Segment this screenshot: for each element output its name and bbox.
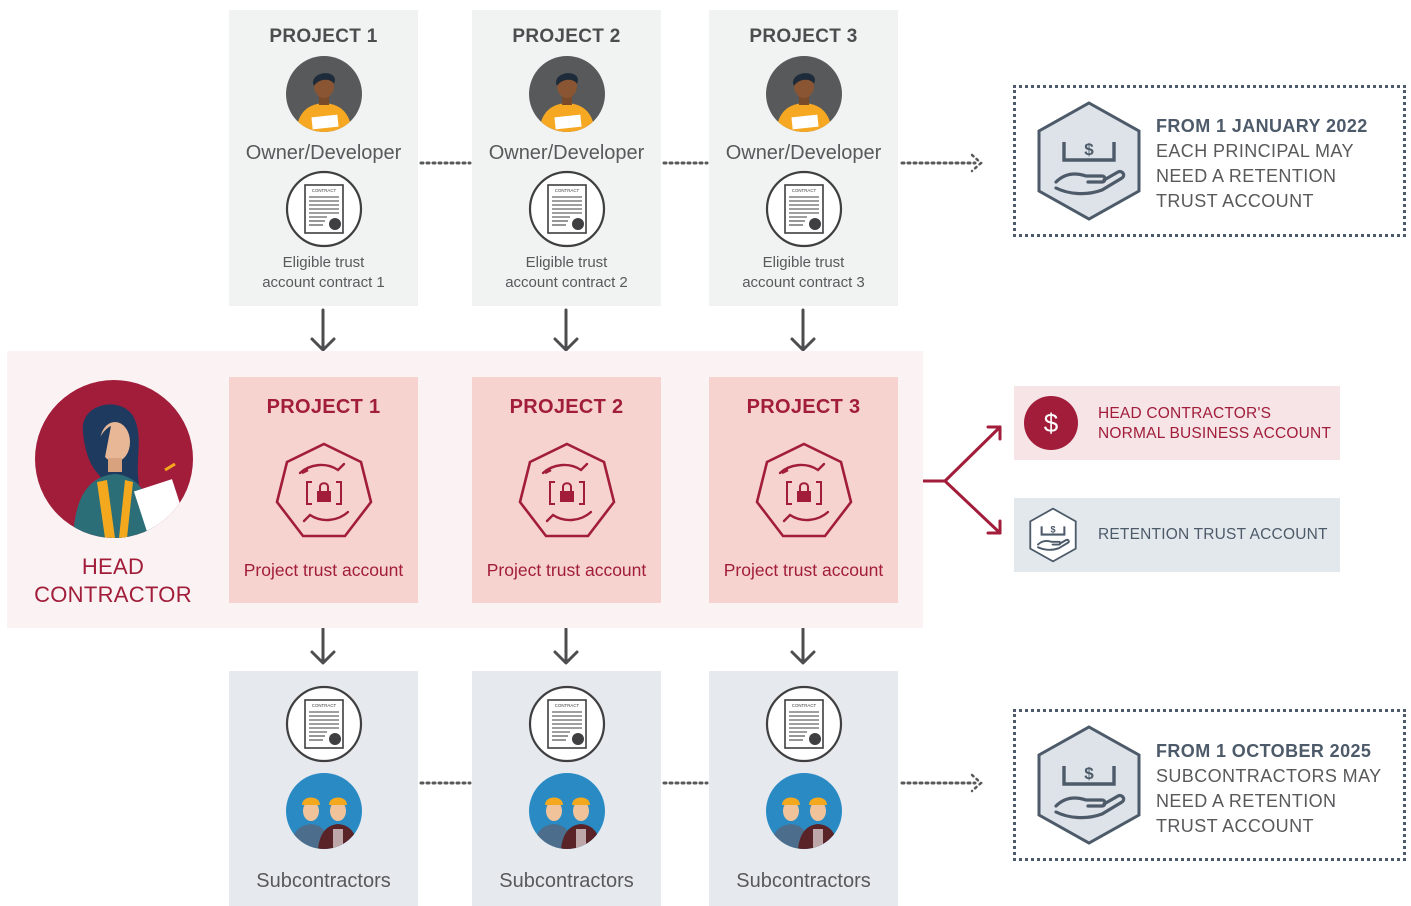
contract-label-line2: account contract 1 — [262, 274, 385, 291]
contract-label: Eligible trust account contract 2 — [472, 253, 661, 293]
project-trust-column-2: PROJECT 2 Project trust account — [472, 377, 661, 603]
subcontractor-column-2: Subcontractors — [472, 671, 661, 906]
owner-column-2: PROJECT 2 Owner/Developer Eligible trust… — [472, 10, 661, 306]
business-account-line2: NORMAL BUSINESS ACCOUNT — [1098, 425, 1332, 442]
subcontractors-icon — [766, 773, 842, 849]
subcontractors-icon — [286, 773, 362, 849]
owner-developer-icon — [766, 56, 842, 132]
project-trust-label: Project trust account — [723, 560, 884, 580]
contract-icon — [285, 170, 363, 248]
contract-label-line1: Eligible trust — [282, 254, 365, 271]
project-trust-column-3: PROJECT 3 Project trust account — [709, 377, 898, 603]
retention-account-label: RETENTION TRUST ACCOUNT — [1098, 526, 1328, 543]
owner-role-label: Owner/Developer — [245, 142, 402, 164]
project-title: PROJECT 1 — [266, 396, 381, 418]
business-account-line1: HEAD CONTRACTOR'S — [1098, 405, 1272, 422]
contract-icon — [285, 685, 363, 763]
contract-icon — [765, 685, 843, 763]
head-contractor-label: HEAD CONTRACTOR — [20, 553, 206, 609]
project-title: PROJECT 2 — [509, 396, 624, 418]
contract-label: Eligible trust account contract 3 — [709, 253, 898, 293]
project-trust-lock-icon — [515, 440, 619, 544]
notice-line: EACH PRINCIPAL MAY — [1156, 141, 1354, 161]
branch-arrow-down — [943, 479, 1002, 535]
contract-label-line2: account contract 3 — [742, 274, 865, 291]
owner-role-label: Owner/Developer — [725, 142, 882, 164]
subcontractor-retention-notice: FROM 1 OCTOBER 2025 SUBCONTRACTORS MAY N… — [1013, 709, 1406, 861]
subcontractor-notice-text: FROM 1 OCTOBER 2025 SUBCONTRACTORS MAY N… — [1156, 739, 1382, 839]
retention-account-box: $ RETENTION TRUST ACCOUNT — [1014, 498, 1340, 572]
owner-column-1: PROJECT 1 Owner/Developer Eligible trust… — [229, 10, 418, 306]
business-account-box: $ HEAD CONTRACTOR'S NORMAL BUSINESS ACCO… — [1014, 386, 1340, 460]
notice-line: NEED A RETENTION — [1156, 791, 1337, 811]
subcontractor-column-1: Subcontractors — [229, 671, 418, 906]
project-trust-column-1: PROJECT 1 Project trust account — [229, 377, 418, 603]
svg-text:$: $ — [1044, 408, 1059, 438]
retention-trust-hexagon-icon — [1034, 724, 1144, 846]
owner-project-title: PROJECT 2 — [512, 26, 621, 47]
svg-text:$: $ — [1050, 525, 1055, 535]
notice-line: SUBCONTRACTORS MAY — [1156, 766, 1382, 786]
head-contractor-label-line2: CONTRACTOR — [34, 582, 192, 607]
retention-trust-small-icon: $ — [1029, 507, 1077, 563]
project-trust-label: Project trust account — [486, 560, 647, 580]
contract-label-line1: Eligible trust — [525, 254, 608, 271]
retention-trust-hexagon-icon — [1034, 100, 1144, 222]
notice-heading: FROM 1 OCTOBER 2025 — [1156, 741, 1372, 761]
notice-line: NEED A RETENTION — [1156, 166, 1337, 186]
owner-project-title: PROJECT 1 — [269, 26, 378, 47]
notice-line: TRUST ACCOUNT — [1156, 816, 1314, 836]
dollar-coin-icon: $ — [1024, 396, 1078, 450]
subcontractors-icon — [529, 773, 605, 849]
owner-developer-icon — [286, 56, 362, 132]
subcontractors-label: Subcontractors — [499, 870, 634, 892]
notice-line: TRUST ACCOUNT — [1156, 191, 1314, 211]
owner-project-title: PROJECT 3 — [749, 26, 858, 47]
principal-notice-text: FROM 1 JANUARY 2022 EACH PRINCIPAL MAY N… — [1156, 114, 1368, 214]
project-trust-lock-icon — [272, 440, 376, 544]
contract-icon — [528, 170, 606, 248]
principal-retention-notice: FROM 1 JANUARY 2022 EACH PRINCIPAL MAY N… — [1013, 85, 1406, 237]
contract-label-line2: account contract 2 — [505, 274, 628, 291]
dotted-arrow-head — [970, 773, 983, 793]
branch-arrow-up — [943, 425, 1002, 483]
project-trust-label: Project trust account — [243, 560, 404, 580]
contract-label-line1: Eligible trust — [762, 254, 845, 271]
notice-heading: FROM 1 JANUARY 2022 — [1156, 116, 1368, 136]
owner-developer-icon — [529, 56, 605, 132]
dotted-arrow-head — [970, 153, 983, 173]
subcontractors-label: Subcontractors — [736, 870, 871, 892]
subcontractors-label: Subcontractors — [256, 870, 391, 892]
contract-icon — [528, 685, 606, 763]
project-title: PROJECT 3 — [746, 396, 861, 418]
contract-label: Eligible trust account contract 1 — [229, 253, 418, 293]
owner-role-label: Owner/Developer — [488, 142, 645, 164]
head-contractor-label-line1: HEAD — [81, 554, 145, 579]
business-account-label: HEAD CONTRACTOR'S NORMAL BUSINESS ACCOUN… — [1098, 404, 1331, 444]
contract-icon — [765, 170, 843, 248]
head-contractor-avatar-icon — [35, 380, 193, 538]
project-trust-lock-icon — [752, 440, 856, 544]
owner-column-3: PROJECT 3 Owner/Developer Eligible trust… — [709, 10, 898, 306]
subcontractor-column-3: Subcontractors — [709, 671, 898, 906]
